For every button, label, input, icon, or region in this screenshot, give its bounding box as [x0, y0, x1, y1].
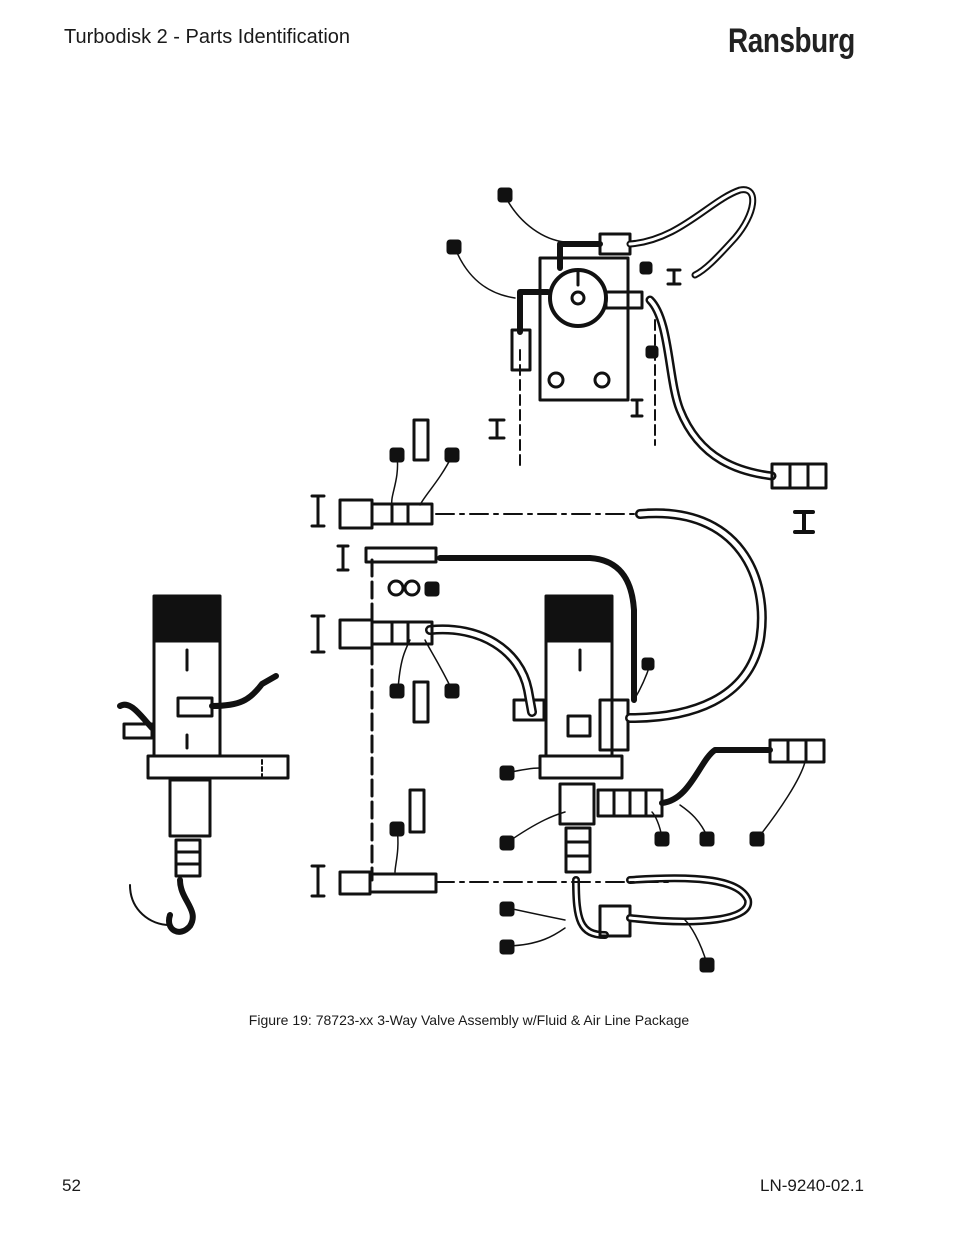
callout-leaders [391, 195, 806, 965]
page-header-title: Turbodisk 2 - Parts Identification [64, 26, 351, 48]
page-number: 52 [62, 1176, 81, 1195]
document-code: LN-9240-02.1 [760, 1176, 864, 1195]
figure-caption-text: Figure 19: 78723-xx 3-Way Valve Assembly… [248, 1012, 690, 1028]
left-valve-assembly [117, 594, 290, 935]
center-valve-assembly [512, 594, 826, 939]
fluid-hose-loop [425, 508, 767, 926]
brand-logo: Ransburg [728, 22, 855, 60]
figure-caption: Figure 19: 78723-xx 3-Way Valve Assembly… [0, 1012, 954, 1028]
regulator-bracket-assembly [488, 186, 828, 534]
fitting-column [310, 418, 671, 898]
callout-balloons [389, 187, 765, 973]
valve-assembly-drawing [117, 186, 828, 973]
